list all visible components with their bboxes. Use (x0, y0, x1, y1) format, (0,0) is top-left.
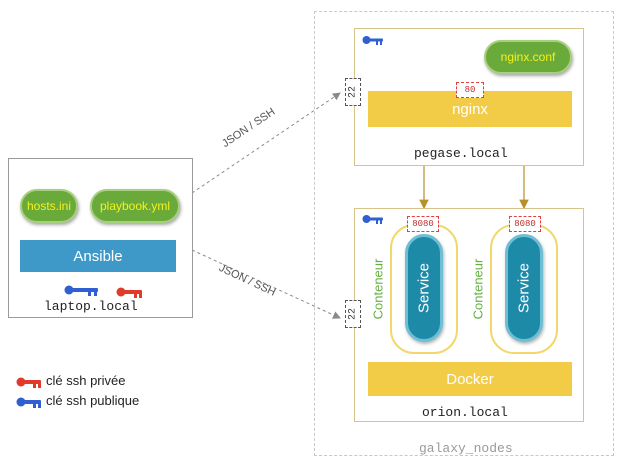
legend-private-key-icon (16, 377, 41, 388)
docker-bar: Docker (368, 362, 572, 396)
private-key-icon (116, 287, 142, 298)
pegase-ssh-port-label: 22 (347, 85, 359, 99)
container-1-label-wrap: Conteneur (367, 224, 389, 354)
ansible-bar: Ansible (20, 240, 176, 272)
orion-ssh-port-label: 22 (347, 307, 359, 321)
nginx-port: 80 (456, 82, 484, 98)
orion-public-key-icon (362, 215, 383, 224)
container-1-label: Conteneur (370, 258, 386, 320)
orion-hostname: orion.local (422, 405, 508, 420)
pegase-public-key-icon (362, 36, 383, 45)
group-label: galaxy_nodes (419, 441, 513, 456)
galaxy-nodes-group (314, 11, 614, 456)
nginx-conf-file: nginx.conf (484, 40, 572, 74)
pegase-hostname: pegase.local (414, 146, 508, 161)
service-1-label: Service (415, 262, 433, 314)
public-key-icon (64, 285, 98, 296)
legend-public-key-icon (16, 397, 41, 408)
service-2-label: Service (515, 262, 533, 314)
service-1-port: 8080 (407, 216, 439, 232)
hosts-file: hosts.ini (20, 189, 78, 223)
pegase-ssh-port: 22 (345, 78, 361, 106)
legend-public-key: clé ssh publique (46, 393, 140, 408)
laptop-hostname: laptop.local (44, 299, 138, 314)
container-2-label-wrap: Conteneur (467, 224, 489, 354)
orion-ssh-port: 22 (345, 300, 361, 328)
service-2-port: 8080 (509, 216, 541, 232)
laptop-host (8, 158, 193, 318)
legend-private-key: clé ssh privée (46, 373, 126, 388)
container-2-label: Conteneur (470, 258, 486, 320)
service-1: Service (405, 234, 443, 342)
service-2: Service (505, 234, 543, 342)
playbook-file: playbook.yml (90, 189, 180, 223)
